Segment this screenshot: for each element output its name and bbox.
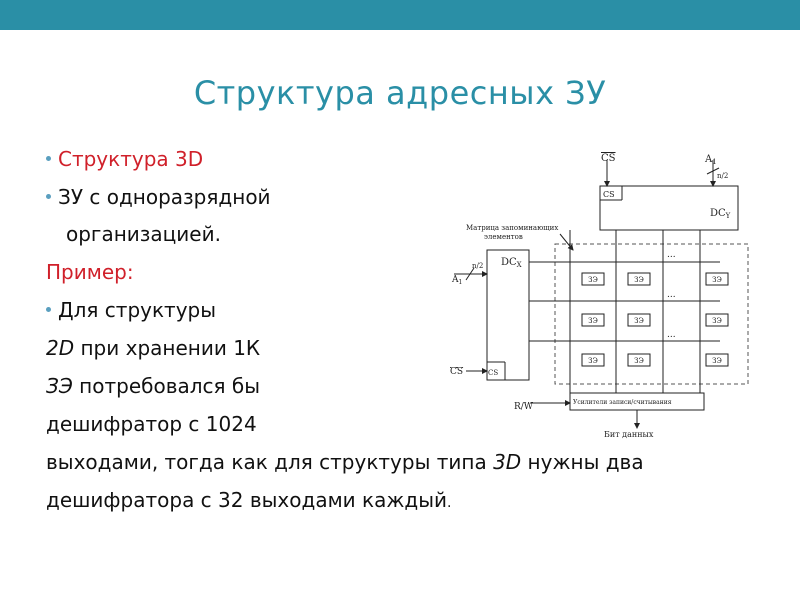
bullet-icon	[46, 307, 51, 312]
cell-labels: ЗЭ ЗЭ ЗЭ ЗЭ ЗЭ ЗЭ ЗЭ ЗЭ ЗЭ	[588, 276, 722, 365]
text-italic: 3D	[493, 450, 522, 474]
bullet-item-structure: Для структуры	[46, 298, 216, 322]
svg-text:ЗЭ: ЗЭ	[634, 276, 644, 284]
data-bit-label: Бит данных	[604, 430, 654, 439]
text-italic: 2D	[46, 336, 75, 360]
text-line-two-decoders: дешифратора с 32 выходами каждый.	[46, 488, 451, 515]
a1-left-label: A1	[451, 275, 462, 286]
svg-text:ЗЭ: ЗЭ	[712, 276, 722, 284]
text-line-outputs: выходами, тогда как для структуры типа 3…	[46, 450, 644, 474]
bullet-item-organization: ЗУ с одноразрядной	[46, 185, 271, 209]
svg-text:...: ...	[667, 330, 676, 340]
svg-text:ЗЭ: ЗЭ	[712, 317, 722, 325]
svg-text:ЗЭ: ЗЭ	[712, 357, 722, 365]
text-plain: потребовался бы	[72, 374, 261, 398]
bullet-text: Структура 3D	[58, 147, 204, 171]
cs-top-label: CS	[601, 153, 616, 164]
svg-text:ЗЭ: ЗЭ	[634, 357, 644, 365]
text-plain: дешифратора с 32 выходами каждый	[46, 488, 447, 512]
diagram-wiring	[454, 160, 720, 429]
matrix-label-1: Матрица запоминающих	[466, 224, 558, 232]
text-period: .	[447, 495, 452, 511]
text-line-2d: 2D при хранении 1К	[46, 336, 260, 360]
dcy-label: DCY	[710, 208, 731, 220]
matrix-label-2: элементов	[484, 233, 523, 241]
amplifier-label: Усилители записи/считывания	[573, 399, 672, 406]
a1-top-label: A1	[704, 154, 717, 166]
bullet-icon	[46, 156, 51, 161]
cs-box-left-label: CS	[488, 369, 498, 377]
text-plain: при хранении 1К	[74, 336, 261, 360]
text-plain: выходами, тогда как для структуры типа	[46, 450, 494, 474]
svg-text:...: ...	[667, 250, 676, 260]
svg-text:ЗЭ: ЗЭ	[588, 357, 598, 365]
rw-label: R/W	[514, 402, 534, 412]
memory-3d-diagram: ЗЭ ЗЭ ЗЭ ЗЭ ЗЭ ЗЭ ЗЭ ЗЭ ЗЭ ... ... ... C…	[450, 153, 749, 439]
bullet-text: ЗУ с одноразрядной	[58, 185, 271, 209]
svg-text:...: ...	[667, 290, 676, 300]
n2-top-label: n/2	[717, 172, 728, 180]
slide-title: Структура адресных ЗУ	[193, 74, 607, 112]
svg-text:ЗЭ: ЗЭ	[634, 317, 644, 325]
text-line-ze: ЗЭ потребовался бы	[46, 374, 260, 398]
dashed-matrix-outline	[554, 243, 749, 385]
memory-cells	[581, 272, 729, 367]
text-line-decoder: дешифратор с 1024	[46, 412, 257, 436]
example-label: Пример:	[46, 260, 134, 284]
dcx-decoder-block	[486, 249, 530, 381]
diagram-labels: CS A1 n/2 CS DCY Матрица запоминающих эл…	[450, 153, 731, 439]
dcy-decoder-block	[599, 185, 739, 231]
bullet-text: Для структуры	[58, 298, 217, 322]
bullet-item-organization-cont: организацией.	[66, 222, 221, 246]
bullet-icon	[46, 194, 51, 199]
dcx-label: DCX	[501, 257, 522, 269]
n2-left-label: n/2	[472, 262, 483, 270]
text-italic: ЗЭ	[46, 374, 73, 398]
ellipsis-marks: ... ... ...	[667, 250, 676, 340]
cs-left-label: CS	[450, 367, 463, 377]
cs-box-top-label: CS	[603, 190, 615, 199]
bullet-item-3d: Структура 3D	[46, 147, 203, 171]
top-accent-bar	[0, 0, 800, 30]
text-plain: нужны два	[521, 450, 644, 474]
svg-text:ЗЭ: ЗЭ	[588, 317, 598, 325]
svg-text:ЗЭ: ЗЭ	[588, 276, 598, 284]
